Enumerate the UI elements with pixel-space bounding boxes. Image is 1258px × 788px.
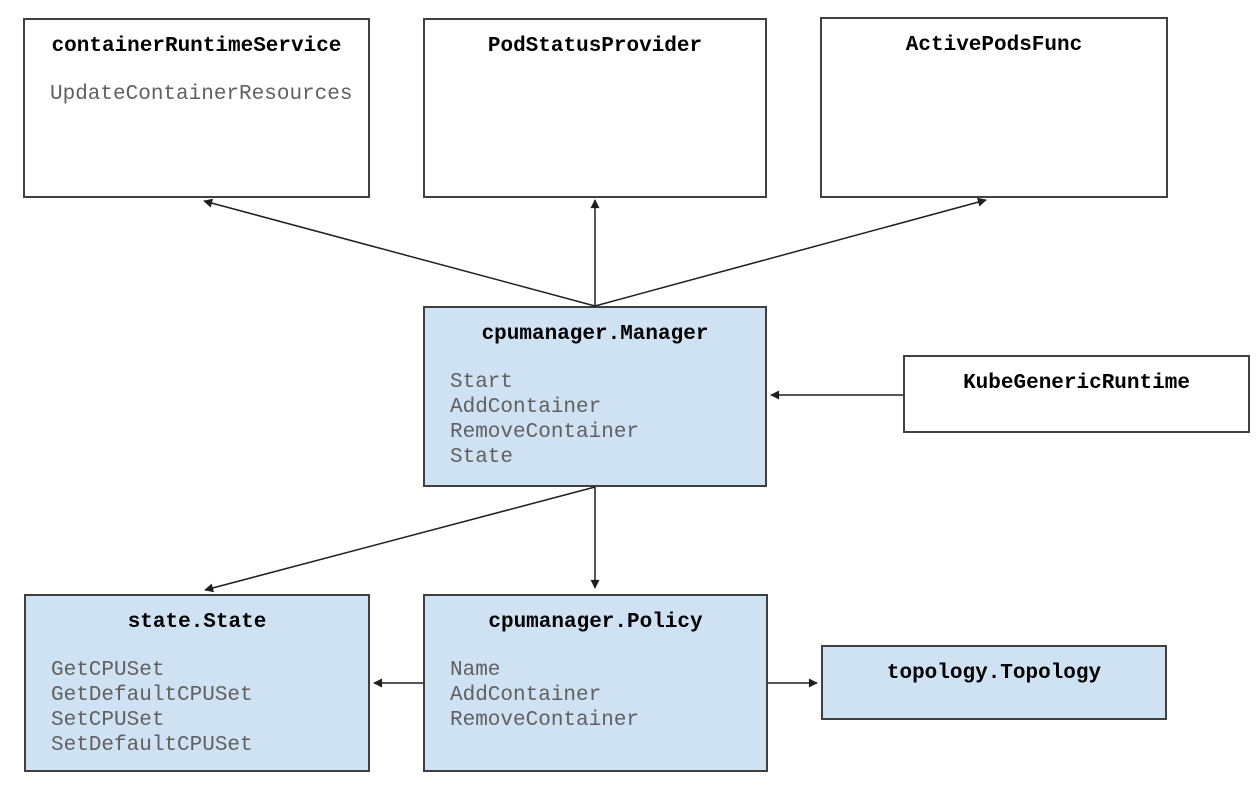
method: SetCPUSet <box>51 709 165 732</box>
box-state-state: state.State GetCPUSet GetDefaultCPUSet S… <box>24 594 370 772</box>
box-title: PodStatusProvider <box>487 35 703 58</box>
box-active-pods-func: ActivePodsFunc <box>820 17 1168 198</box>
method: AddContainer <box>450 396 602 419</box>
box-title: ActivePodsFunc <box>905 34 1083 57</box>
arrow-manager-to-state-state <box>204 486 596 593</box>
box-title: cpumanager.Manager <box>481 323 709 346</box>
box-topology-topology: topology.Topology <box>821 645 1167 720</box>
method-list: Start AddContainer RemoveContainer State <box>425 370 765 470</box>
method: GetCPUSet <box>51 659 165 682</box>
method: SetDefaultCPUSet <box>51 734 253 757</box>
box-cpumanager-manager: cpumanager.Manager Start AddContainer Re… <box>423 306 767 487</box>
arrow-manager-to-active-pods-func <box>594 197 987 307</box>
arrow-manager-to-container-runtime-service <box>203 198 596 307</box>
box-title: state.State <box>127 611 267 634</box>
method: Name <box>450 659 501 682</box>
box-cpumanager-policy: cpumanager.Policy Name AddContainer Remo… <box>423 594 768 772</box>
method: State <box>450 446 514 469</box>
box-title: topology.Topology <box>886 662 1102 685</box>
box-pod-status-provider: PodStatusProvider <box>423 18 767 198</box>
method-list: Name AddContainer RemoveContainer <box>425 658 766 733</box>
box-title: containerRuntimeService <box>51 35 342 58</box>
box-kube-generic-runtime: KubeGenericRuntime <box>903 355 1250 433</box>
box-title: KubeGenericRuntime <box>963 372 1190 395</box>
method: Start <box>450 371 514 394</box>
method: RemoveContainer <box>450 421 640 444</box>
method-list: UpdateContainerResources <box>25 82 368 107</box>
method: AddContainer <box>450 684 602 707</box>
method: RemoveContainer <box>450 709 640 732</box>
method-list: GetCPUSet GetDefaultCPUSet SetCPUSet Set… <box>26 658 368 758</box>
method: UpdateContainerResources <box>50 83 353 106</box>
box-container-runtime-service: containerRuntimeService UpdateContainerR… <box>23 18 370 198</box>
method: GetDefaultCPUSet <box>51 684 253 707</box>
box-title: cpumanager.Policy <box>488 611 703 634</box>
